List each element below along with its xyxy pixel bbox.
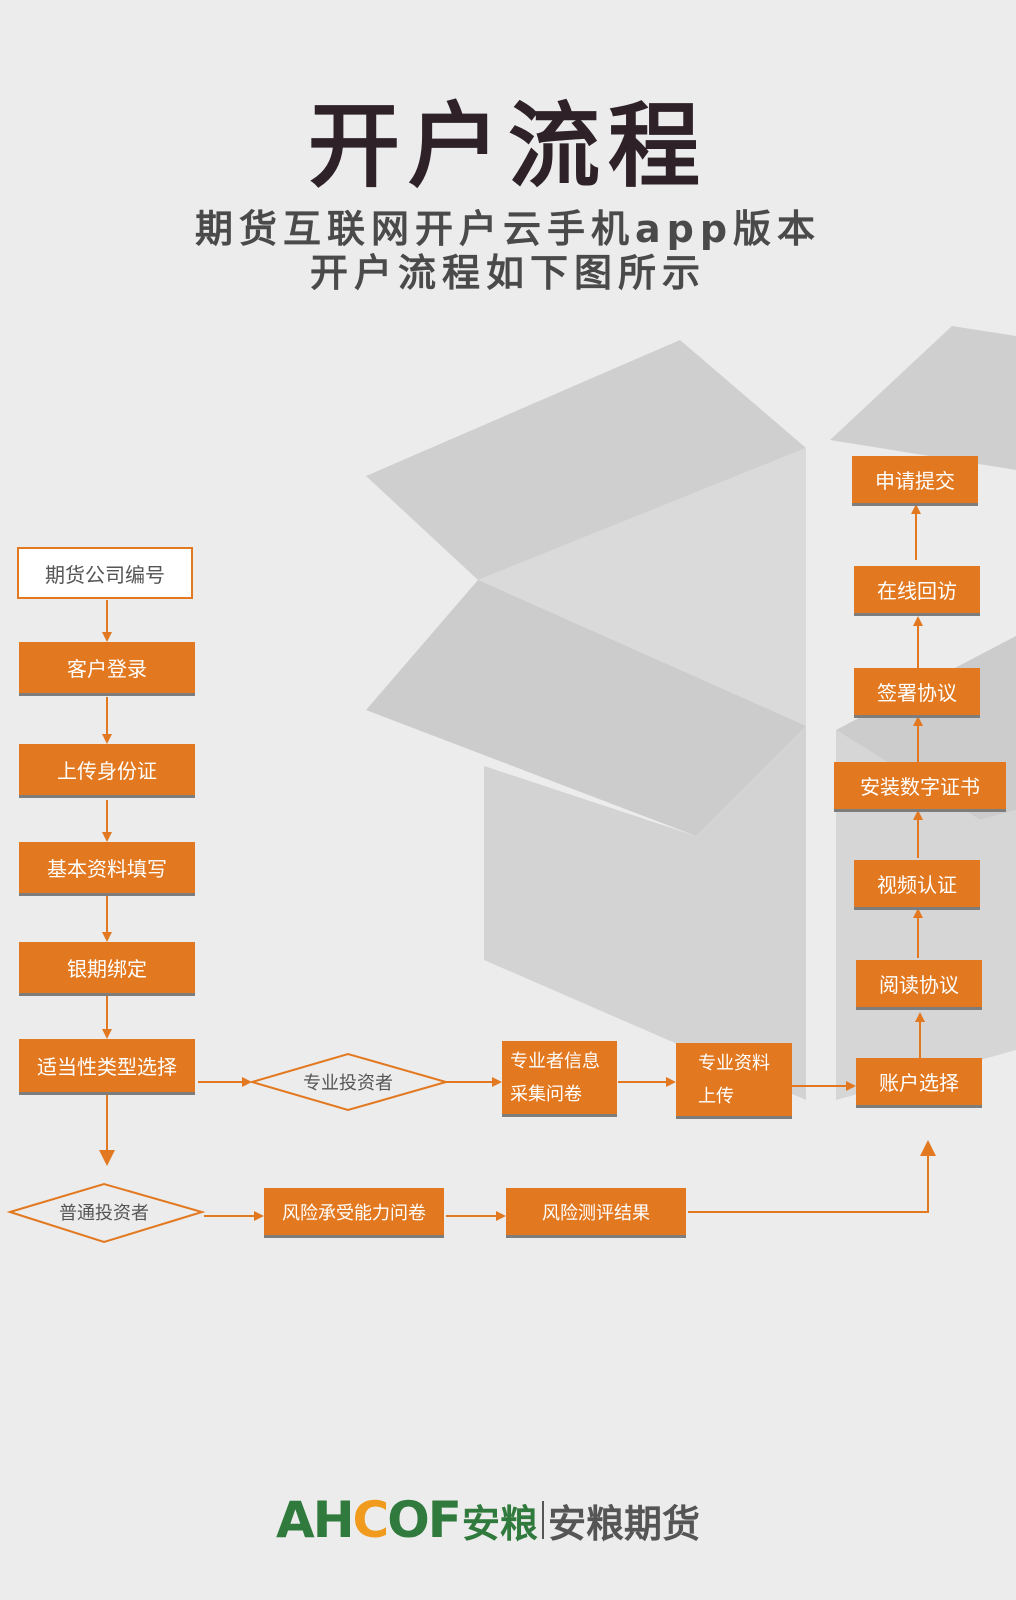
bank-futures-binding-box: 银期绑定 (19, 942, 195, 996)
futures-company-code-box: 期货公司编号 (17, 547, 193, 599)
logo-en-text: AHCOF (276, 1491, 462, 1549)
professional-survey-line2: 采集问卷 (510, 1083, 582, 1105)
account-select-box: 账户选择 (856, 1058, 982, 1108)
customer-login-box: 客户登录 (19, 642, 195, 696)
logo-cn-brand: 安粮 (461, 1501, 538, 1546)
logo-cn-company: 安粮期货 (547, 1501, 700, 1546)
sign-agreement-box: 签署协议 (854, 668, 980, 718)
suitability-type-box: 适当性类型选择 (19, 1039, 195, 1095)
page-subtitle-line1: 期货互联网开户云手机app版本 (194, 207, 822, 251)
professional-survey-box: 专业者信息 采集问卷 (502, 1041, 617, 1117)
submit-application-box: 申请提交 (852, 456, 978, 506)
page-title: 开户流程 (307, 92, 708, 200)
ahcof-logo: AHCOF 安粮 安粮期货 (276, 1490, 700, 1550)
online-visit-box: 在线回访 (854, 566, 980, 616)
professional-upload-box: 专业资料 上传 (676, 1043, 792, 1119)
professional-survey-line1: 专业者信息 (510, 1050, 600, 1072)
video-auth-box: 视频认证 (854, 860, 980, 910)
professional-upload-line1: 专业资料 (698, 1052, 770, 1074)
logo-separator (541, 1501, 544, 1539)
basic-info-box: 基本资料填写 (19, 842, 195, 896)
risk-result-box: 风险测评结果 (506, 1188, 686, 1238)
ordinary-investor-label: 普通投资者 (59, 1203, 149, 1224)
read-agreement-box: 阅读协议 (856, 960, 982, 1010)
professional-investor-diamond (248, 1052, 450, 1112)
risk-questionnaire-box: 风险承受能力问卷 (264, 1188, 444, 1238)
page-subtitle-line2: 开户流程如下图所示 (309, 251, 706, 295)
install-cert-box: 安装数字证书 (834, 762, 1006, 812)
professional-investor-label: 专业投资者 (303, 1073, 393, 1094)
ordinary-investor-diamond (6, 1182, 206, 1244)
professional-upload-line2: 上传 (698, 1085, 734, 1107)
upload-id-box: 上传身份证 (19, 744, 195, 798)
